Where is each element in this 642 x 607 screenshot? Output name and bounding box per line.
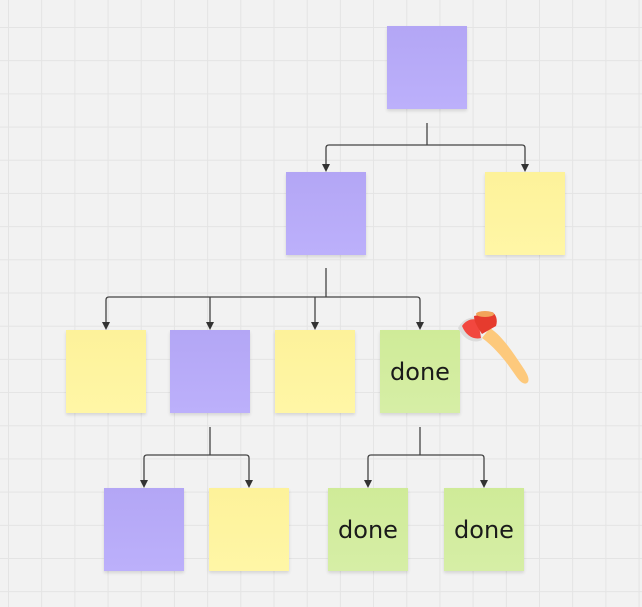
sticky-note-l1-a[interactable]: [286, 172, 366, 255]
sticky-note-l2-a[interactable]: [66, 330, 146, 413]
sticky-note-l1-b[interactable]: [485, 172, 565, 255]
note-text: done: [390, 357, 450, 386]
sticky-note-l3-a[interactable]: [104, 488, 184, 571]
note-text: done: [338, 515, 398, 544]
note-text: done: [454, 515, 514, 544]
axe-icon[interactable]: [452, 306, 538, 388]
sticky-note-l2-c[interactable]: [275, 330, 355, 413]
sticky-note-l3-d[interactable]: done: [444, 488, 524, 571]
sticky-note-l2-d[interactable]: done: [380, 330, 460, 413]
sticky-note-l3-c[interactable]: done: [328, 488, 408, 571]
sticky-note-l2-b[interactable]: [170, 330, 250, 413]
sticky-note-l3-b[interactable]: [209, 488, 289, 571]
sticky-note-root[interactable]: [387, 26, 467, 109]
